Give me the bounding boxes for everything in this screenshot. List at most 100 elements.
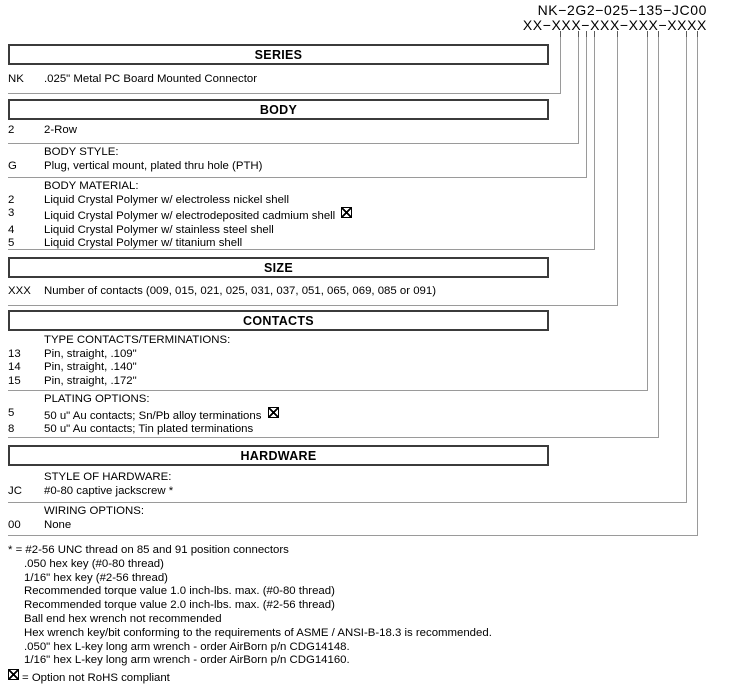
- footnote-line: Hex wrench key/bit conforming to the req…: [24, 626, 492, 639]
- option-code: 2: [8, 124, 15, 136]
- option-label: Liquid Crystal Polymer w/ electroless ni…: [44, 193, 289, 206]
- option-row: 5 Liquid Crystal Polymer w/ titanium she…: [8, 237, 352, 251]
- option-code: 00: [8, 518, 21, 531]
- leader-tick: [697, 31, 698, 37]
- option-code: NK: [8, 73, 24, 85]
- option-code: 13: [8, 347, 21, 360]
- footnote-line: 1/16" hex key (#2-56 thread): [24, 571, 168, 584]
- option-code: 3: [8, 207, 15, 220]
- option-label: 2-Row: [44, 124, 77, 136]
- leader-line-body-row: [578, 37, 579, 144]
- option-row: 4 Liquid Crystal Polymer w/ stainless st…: [8, 224, 352, 238]
- option-row: JC #0-80 captive jackscrew *: [8, 485, 173, 499]
- leader-line-hardware-style: [686, 37, 687, 503]
- option-row: 15 Pin, straight, .172": [8, 375, 230, 389]
- leader-line-wiring: [697, 37, 698, 536]
- option-code: 2: [8, 193, 15, 206]
- option-row: 2 Liquid Crystal Polymer w/ electroless …: [8, 194, 352, 208]
- option-label: Liquid Crystal Polymer w/ electrodeposit…: [44, 210, 336, 223]
- option-group-size: XXX Number of contacts (009, 015, 021, 0…: [8, 285, 436, 299]
- option-label: .025" Metal PC Board Mounted Connector: [44, 73, 257, 85]
- option-group-body-style: BODY STYLE: G Plug, vertical mount, plat…: [8, 146, 262, 173]
- option-group-hardware-style: STYLE OF HARDWARE: JC #0-80 captive jack…: [8, 471, 173, 498]
- leader-rule-size: [8, 305, 618, 306]
- option-row: NK .025" Metal PC Board Mounted Connecto…: [8, 73, 257, 87]
- option-row: G Plug, vertical mount, plated thru hole…: [8, 160, 262, 174]
- option-code: 14: [8, 361, 21, 374]
- option-row: 13 Pin, straight, .109": [8, 348, 230, 362]
- group-subtitle: STYLE OF HARDWARE:: [44, 471, 172, 483]
- option-code: 4: [8, 223, 15, 236]
- footnote-line: * = #2-56 UNC thread on 85 and 91 positi…: [8, 544, 289, 556]
- option-code: 15: [8, 374, 21, 387]
- leader-rule-body-row: [8, 143, 579, 144]
- option-row: 00 None: [8, 519, 144, 533]
- leader-line-series: [560, 37, 561, 94]
- group-subtitle: WIRING OPTIONS:: [44, 505, 144, 517]
- section-header-series: SERIES: [8, 44, 549, 65]
- footnotes-block: * = #2-56 UNC thread on 85 and 91 positi…: [8, 544, 628, 668]
- leader-line-size: [617, 37, 618, 306]
- rohs-exempt-icon: [267, 406, 279, 418]
- section-header-contacts: CONTACTS: [8, 310, 549, 331]
- option-code: JC: [8, 484, 22, 497]
- group-subtitle: BODY STYLE:: [44, 146, 119, 158]
- rohs-legend: = Option not RoHS compliant: [8, 669, 170, 685]
- leader-tick: [560, 31, 561, 37]
- section-title: HARDWARE: [240, 448, 317, 463]
- option-label: None: [44, 518, 72, 531]
- option-label: 50 u" Au contacts; Sn/Pb alloy terminati…: [44, 409, 262, 422]
- group-subtitle: PLATING OPTIONS:: [44, 393, 150, 405]
- group-subtitle: BODY MATERIAL:: [44, 180, 139, 192]
- option-code: 8: [8, 423, 15, 436]
- option-code: XXX: [8, 285, 31, 297]
- section-title: SERIES: [254, 47, 303, 62]
- rohs-exempt-icon: [8, 669, 19, 680]
- option-group-plating: PLATING OPTIONS: 5 50 u" Au contacts; Sn…: [8, 393, 279, 437]
- option-group-body-row: 2 2-Row: [8, 124, 77, 138]
- footnote-line: Recommended torque value 1.0 inch-lbs. m…: [24, 585, 335, 598]
- leader-line-body-style: [586, 37, 587, 178]
- footnote-line: 1/16" hex L-key long arm wrench - order …: [24, 654, 350, 667]
- leader-rule-series: [8, 93, 561, 94]
- option-label: Pin, straight, .109": [44, 347, 137, 360]
- leader-rule-hardware-style: [8, 502, 687, 503]
- option-label: Liquid Crystal Polymer w/ titanium shell: [44, 237, 243, 250]
- leader-rule-body-material: [8, 249, 595, 250]
- section-title: BODY: [259, 102, 298, 117]
- leader-tick: [647, 31, 648, 37]
- option-code: 5: [8, 237, 15, 250]
- leader-tick: [686, 31, 687, 37]
- section-header-size: SIZE: [8, 257, 549, 278]
- option-label: #0-80 captive jackscrew *: [44, 484, 174, 497]
- option-row: 2 2-Row: [8, 124, 77, 138]
- option-group-body-material: BODY MATERIAL: 2 Liquid Crystal Polymer …: [8, 180, 353, 251]
- part-number-example: NK−2G2−025−135−JC00: [537, 2, 707, 18]
- leader-line-body-material: [594, 37, 595, 250]
- leader-tick: [594, 31, 595, 37]
- option-row: 3 Liquid Crystal Polymer w/ electrodepos…: [8, 207, 353, 224]
- option-label: Liquid Crystal Polymer w/ stainless stee…: [44, 223, 274, 236]
- option-row: 8 50 u" Au contacts; Tin plated terminat…: [8, 423, 279, 437]
- leader-rule-plating: [8, 437, 659, 438]
- leader-rule-contacts-type: [8, 390, 648, 391]
- option-label: 50 u" Au contacts; Tin plated terminatio…: [44, 423, 254, 436]
- leader-tick: [578, 31, 579, 37]
- option-group-series: NK .025" Metal PC Board Mounted Connecto…: [8, 73, 257, 87]
- option-group-wiring: WIRING OPTIONS: 00 None: [8, 505, 144, 532]
- option-row: XXX Number of contacts (009, 015, 021, 0…: [8, 285, 436, 299]
- option-code: G: [8, 159, 17, 172]
- leader-tick: [658, 31, 659, 37]
- leader-tick: [617, 31, 618, 37]
- section-header-body: BODY: [8, 99, 549, 120]
- footnote-line: .050 hex key (#0-80 thread): [24, 557, 164, 570]
- option-group-contacts-type: TYPE CONTACTS/TERMINATIONS: 13 Pin, stra…: [8, 334, 230, 388]
- option-row: 14 Pin, straight, .140": [8, 361, 230, 375]
- option-label: Pin, straight, .172": [44, 374, 137, 387]
- footnote-line: Ball end hex wrench not recommended: [24, 612, 222, 625]
- option-label: Number of contacts (009, 015, 021, 025, …: [44, 285, 436, 297]
- section-title: CONTACTS: [243, 313, 314, 328]
- part-number-block: NK−2G2−025−135−JC00 XX−XXX−XXX−XXX−XXXX: [0, 3, 737, 33]
- rohs-legend-text: = Option not RoHS compliant: [22, 672, 170, 684]
- leader-rule-body-style: [8, 177, 587, 178]
